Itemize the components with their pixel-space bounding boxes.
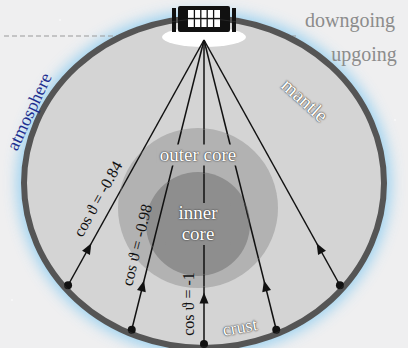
outer-core-fill <box>118 128 278 288</box>
arrow-head <box>137 281 146 293</box>
star <box>394 119 396 121</box>
region-outline <box>119 129 277 287</box>
region-outline <box>24 18 384 348</box>
crust-ring <box>24 18 384 348</box>
region-label: outer core <box>157 145 239 166</box>
region-outline <box>147 173 249 275</box>
region-label: inner core <box>165 203 231 245</box>
trajectory-line <box>204 40 276 330</box>
production-point <box>336 281 344 289</box>
region-outline <box>25 19 383 347</box>
star <box>11 299 13 301</box>
region-label: mantle <box>275 72 335 129</box>
direction-label: downgoing <box>305 9 395 31</box>
arrow-head <box>262 281 271 293</box>
arrow-head <box>82 243 91 255</box>
direction-label: upgoing <box>331 43 397 65</box>
detector-icon <box>232 8 236 32</box>
production-point <box>64 281 72 289</box>
arrow-head <box>317 243 326 255</box>
star <box>59 19 61 21</box>
mantle-region: mantle outer core inner core <box>24 18 384 348</box>
zenith-angle-label: cos ϑ = -1 <box>180 273 198 337</box>
inner-core-fill <box>146 172 250 276</box>
detector-icon <box>172 8 176 32</box>
inner-core-region: inner core <box>146 172 250 276</box>
arrow-head <box>200 292 209 303</box>
